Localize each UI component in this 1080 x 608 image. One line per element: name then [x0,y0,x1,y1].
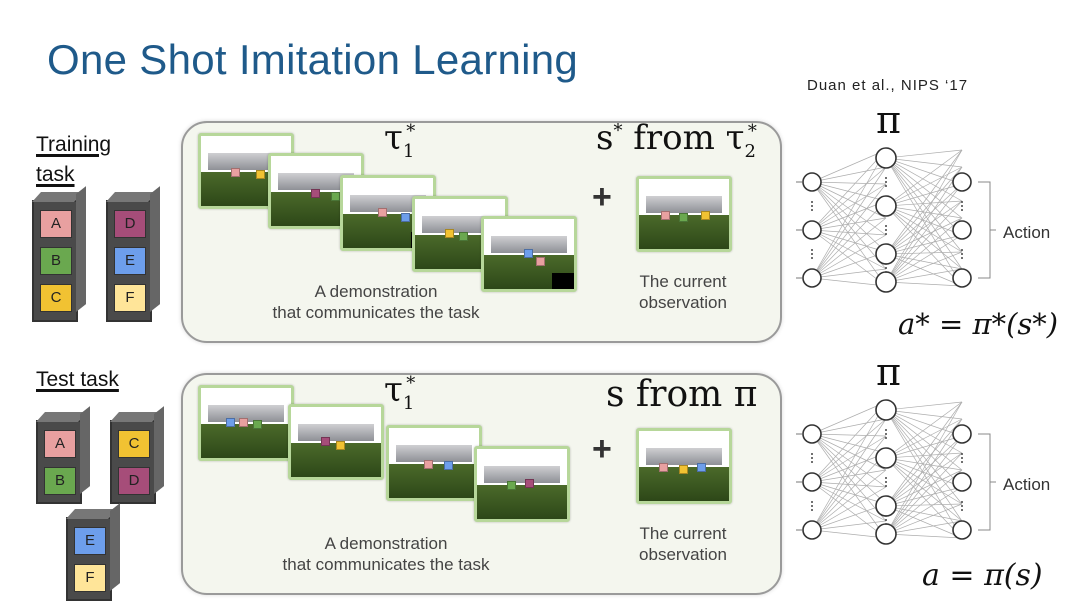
net-node [952,220,972,240]
net-node [802,268,822,288]
block-d: D [114,210,146,238]
block-c-test: C [118,430,150,458]
net-node [802,424,822,444]
citation: Duan et al., NIPS ‘17 [807,77,969,94]
net-node [875,147,897,169]
block-e: E [114,247,146,275]
demo-frame-5 [481,216,577,292]
slide-title: One Shot Imitation Learning [47,36,579,83]
policy-symbol-test: π [876,350,901,394]
state-from-policy: s from π [606,374,758,415]
net-node [875,495,897,517]
test-neural-net [796,399,996,545]
net-node [875,271,897,293]
test-task-label: Test task [36,368,119,391]
block-a-test: A [44,430,76,458]
train-observation-frame [636,176,732,252]
test-demo-frame-1 [198,385,294,461]
train-action-label: Action [1003,223,1051,242]
policy-symbol-train: π [876,98,901,142]
net-node [875,243,897,265]
net-node [952,472,972,492]
test-action-label: Action [1003,475,1051,494]
test-demo-frame-2 [288,404,384,480]
block-d-test: D [118,467,150,495]
net-node [802,172,822,192]
block-b-test: B [44,467,76,495]
net-node [875,447,897,469]
net-node [952,172,972,192]
training-label-line2: task [36,163,75,186]
plus-sign-train: + [592,178,612,216]
net-node [875,523,897,545]
net-node [802,520,822,540]
net-node [952,268,972,288]
block-f: F [114,284,146,312]
plus-sign-test: + [592,430,612,468]
test-observation-frame [636,428,732,504]
net-node [802,472,822,492]
test-demo-frame-4 [474,446,570,522]
test-demo-frame-3 [386,425,482,501]
block-f-test: F [74,564,106,592]
tau-1-star-train: τ1* [384,118,416,162]
training-task-label: Training task [36,130,111,190]
state-from-tau-2: s* from τ2* [596,118,757,162]
net-node [952,520,972,540]
tau-1-star-test: τ1* [384,370,416,414]
block-b: B [40,247,72,275]
block-e-test: E [74,527,106,555]
block-a: A [40,210,72,238]
training-label-line1: Training [36,133,112,156]
training-neural-net [796,147,996,293]
train-equation: a* = π*(s*) [898,307,1059,341]
net-node [875,195,897,217]
test-equation: a = π(s) [922,558,1043,593]
net-node [952,424,972,444]
block-c: C [40,284,72,312]
net-node [875,399,897,421]
net-node [802,220,822,240]
